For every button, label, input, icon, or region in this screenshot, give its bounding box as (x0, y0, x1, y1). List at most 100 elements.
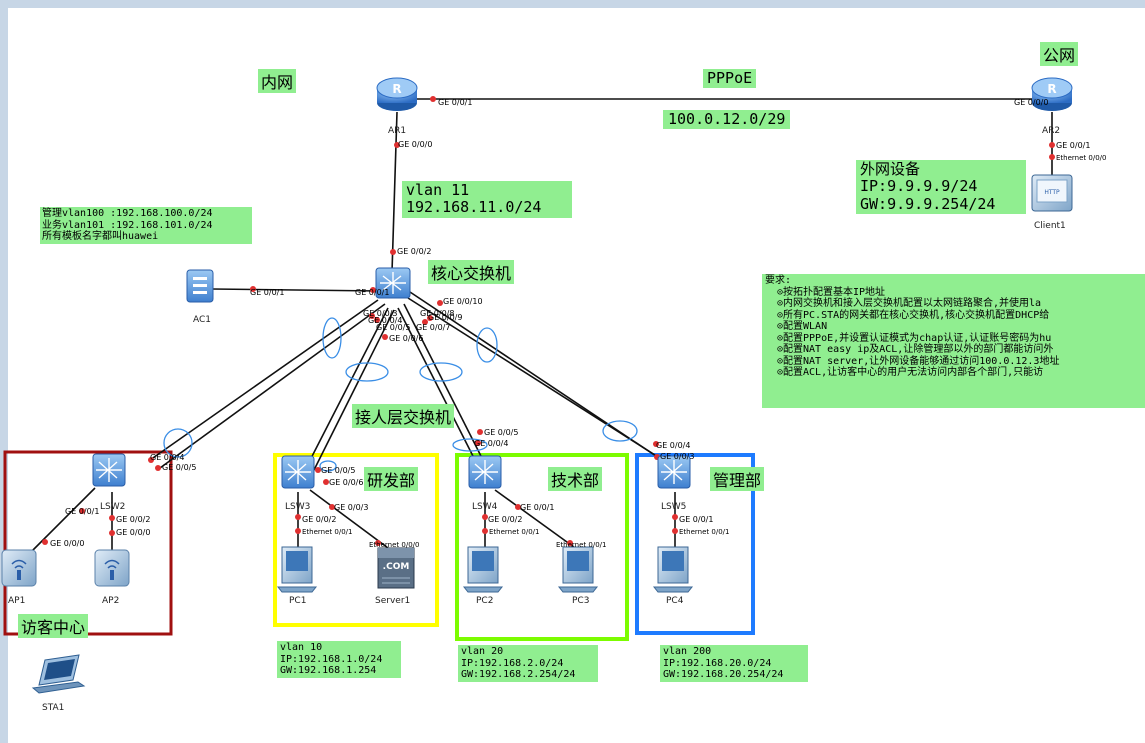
pppoe-net-text: 100.0.12.0/29 (668, 110, 786, 128)
pppoe-network-label: 100.0.12.0/29 (663, 110, 791, 130)
port-label: GE 0/0/0 (398, 140, 432, 149)
device-label-client1: Client1 (1034, 221, 1066, 231)
router-icon[interactable]: R (376, 77, 418, 111)
port-label: Ethernet 0/0/1 (556, 541, 606, 549)
pppoe-text: PPPoE (707, 69, 753, 87)
port-label: GE 0/0/2 (116, 515, 150, 524)
link-ar1-core (391, 111, 398, 273)
port-label: GE 0/0/1 (65, 507, 99, 516)
public-network-label: 公网 (1040, 42, 1079, 66)
access-layer-label: 接人层交换机 (352, 404, 455, 428)
switch-icon[interactable] (468, 455, 502, 489)
port-label: GE 0/0/1 (1056, 141, 1090, 150)
port-label: GE 0/0/3 (334, 503, 368, 512)
link-core-lsw2-a (149, 299, 379, 461)
lag-ring (419, 362, 463, 382)
tech-dept-label: 技术部 (548, 467, 603, 491)
pc-icon[interactable] (557, 546, 599, 593)
mgmt-line3: 所有模板名字都叫huawei (42, 231, 159, 242)
router-icon[interactable]: R (1031, 77, 1073, 111)
lag-ring (452, 438, 488, 452)
server-icon[interactable]: .COM (377, 547, 415, 589)
port-label: GE 0/0/1 (520, 503, 554, 512)
requirement-item: ⊙配置NAT easy ip及ACL,让除管理部以外的部门都能访问外 (777, 344, 1054, 355)
lag-ring (322, 317, 342, 359)
device-label-pc2: PC2 (476, 596, 493, 606)
device-label-ac1: AC1 (193, 315, 211, 325)
port-label: GE 0/0/0 (1014, 98, 1048, 107)
access-point-icon[interactable] (1, 549, 37, 587)
requirement-item: ⊙所有PC.STA的网关都在核心交换机,核心交换机配置DHCP给 (777, 309, 1050, 321)
laptop-icon[interactable] (31, 654, 86, 694)
port-label: GE 0/0/1 (250, 288, 284, 297)
port-label: GE 0/0/4 (656, 441, 690, 450)
port-label: GE 0/0/4 (368, 316, 402, 325)
lag-ring (319, 460, 337, 472)
external-line1: 外网设备 (860, 160, 921, 178)
port-label: GE 0/0/8 (420, 309, 454, 318)
pc-icon[interactable] (276, 546, 318, 593)
vlan11-line1: vlan 11 (406, 181, 470, 199)
vlan200-line2: IP:192.168.20.0/24 (663, 657, 772, 669)
device-label-lsw3: LSW3 (285, 502, 310, 512)
vlan10-line3: GW:192.168.1.254 (280, 665, 377, 676)
port-label: GE 0/0/4 (150, 453, 184, 462)
window-top-border (0, 0, 1145, 8)
mgmt-dept-label: 管理部 (710, 467, 765, 491)
rnd-dept-label: 研发部 (364, 467, 419, 491)
vlan10-label: vlan 10 IP:192.168.1.0/24 GW:192.168.1.2… (277, 641, 401, 678)
access-controller-icon[interactable] (186, 269, 214, 303)
lag-ring (345, 362, 389, 382)
management-info-label: 管理vlan100 :192.168.100.0/24 业务vlan101 :1… (40, 207, 252, 244)
lag-rings (163, 317, 638, 472)
device-label-lsw2: LSW2 (100, 502, 125, 512)
port-label: Ethernet 0/0/1 (302, 528, 352, 536)
switch-icon[interactable] (657, 455, 691, 489)
link-core-lsw3-a (304, 307, 389, 471)
port-label: GE 0/0/5 (376, 323, 410, 332)
rnd-dept-border (273, 453, 439, 627)
window-left-border (0, 0, 8, 743)
device-label-lsw5: LSW5 (661, 502, 686, 512)
switch-icon[interactable] (92, 453, 126, 487)
port-label: GE 0/0/1 (438, 98, 472, 107)
lag-ring (163, 428, 193, 458)
port-label: GE 0/0/4 (474, 439, 508, 448)
pc-icon[interactable] (462, 546, 504, 593)
port-label: GE 0/0/1 (355, 288, 389, 297)
http-client-icon[interactable]: HTTP (1031, 174, 1073, 212)
vlan20-label: vlan 20 IP:192.168.2.0/24 GW:192.168.2.2… (458, 645, 598, 682)
vlan20-line2: IP:192.168.2.0/24 (461, 657, 564, 669)
requirement-item: ⊙内网交换机和接入层交换机配置以太网链路聚合,并使用la (777, 298, 1042, 309)
device-label-ar2: AR2 (1042, 126, 1060, 136)
port-label: GE 0/0/5 (162, 463, 196, 472)
device-label-lsw4: LSW4 (472, 502, 498, 512)
device-label-pc4: PC4 (666, 596, 684, 606)
visitor-center-label: 访客中心 (18, 614, 89, 638)
switch-icon[interactable] (281, 455, 315, 489)
core-switch-icon[interactable] (375, 267, 411, 299)
device-label-pc3: PC3 (572, 596, 589, 606)
link-core-lsw3-b (311, 309, 395, 475)
vlan20-line3: GW:192.168.2.254/24 (461, 669, 576, 680)
link-lsw4-pc3 (494, 489, 579, 551)
core-switch-label: 核心交换机 (428, 260, 515, 284)
device-label-ar1: AR1 (388, 126, 406, 136)
requirement-item: ⊙配置WLAN (777, 321, 828, 332)
requirements-title: 要求: (765, 275, 792, 286)
device-label-pc1: PC1 (289, 596, 306, 606)
requirement-item: ⊙配置PPPoE,并设置认证模式为chap认证,认证账号密码为hu (777, 332, 1052, 344)
inner-network-label: 内网 (258, 69, 297, 93)
lag-ring (602, 420, 638, 442)
vlan10-line1: vlan 10 (280, 642, 323, 653)
requirement-item: ⊙配置ACL,让访客中心的用户无法访问内部各个部门,只能访 (777, 367, 1044, 378)
port-label: GE 0/0/9 (428, 313, 462, 322)
vlan10-line2: IP:192.168.1.0/24 (280, 653, 383, 665)
requirements-panel: 要求: ⊙按拓扑配置基本IP地址 ⊙内网交换机和接入层交换机配置以太网链路聚合,… (762, 274, 1145, 408)
link-lsw3-server1 (309, 489, 389, 549)
port-label: GE 0/0/3 (660, 452, 694, 461)
pc-icon[interactable] (652, 546, 694, 593)
device-label-ap2: AP2 (102, 596, 119, 606)
access-point-icon[interactable] (94, 549, 130, 587)
port-label: GE 0/0/0 (50, 539, 84, 548)
